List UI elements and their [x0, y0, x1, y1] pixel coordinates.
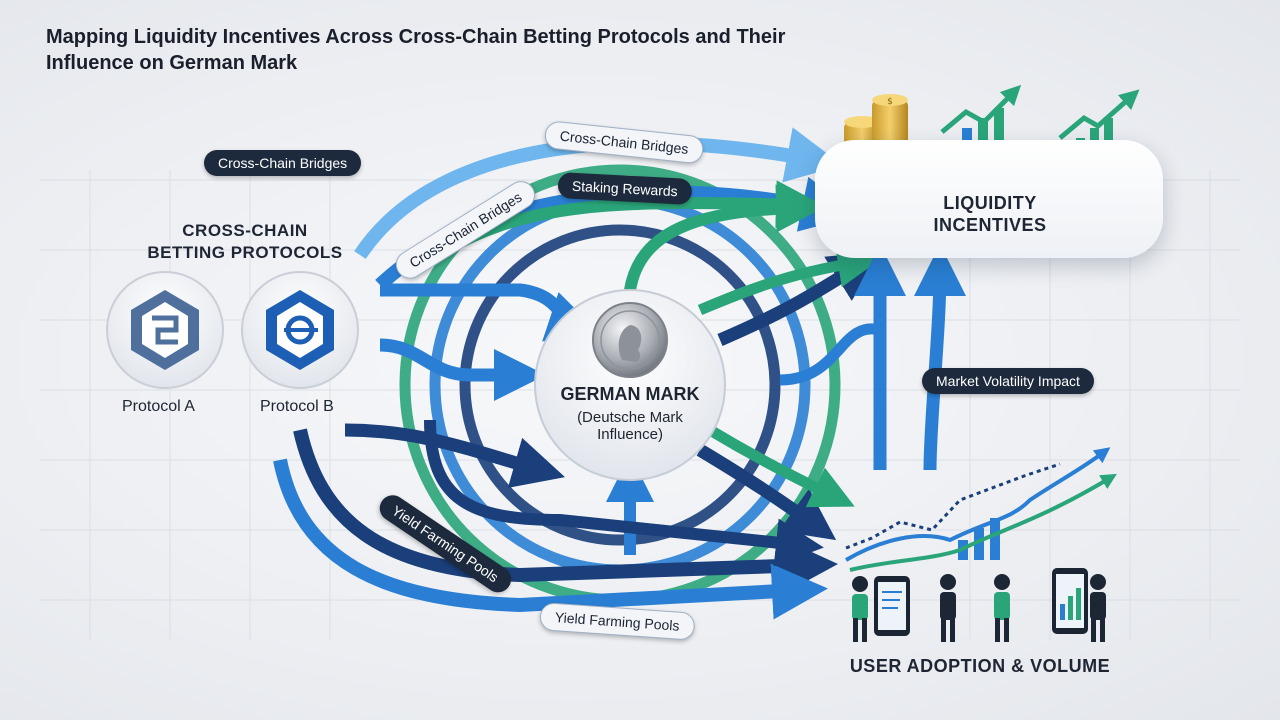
german-mark-text: GERMAN MARK (Deutsche Mark Influence): [540, 384, 720, 443]
flow-ring-adoption: [424, 419, 824, 567]
protocols-heading: CROSS-CHAIN BETTING PROTOCOLS: [120, 220, 370, 264]
smartphone-icon: [874, 568, 1088, 636]
flow-center-liquidity-green: [697, 243, 882, 316]
german-mark-subtitle-1: (Deutsche Mark: [577, 409, 683, 426]
protocol-b-icon: [241, 271, 359, 389]
protocol-b-label: Protocol B: [260, 398, 334, 415]
liquidity-heading-line1: LIQUIDITY: [943, 193, 1037, 213]
label-bridges-left: Cross-Chain Bridges: [204, 150, 362, 176]
adoption-heading: USER ADOPTION & VOLUME: [849, 656, 1111, 676]
liquidity-heading: LIQUIDITY INCENTIVES: [915, 192, 1065, 236]
german-mark-title: GERMAN MARK: [560, 384, 700, 404]
liquidity-heading-line2: INCENTIVES: [933, 215, 1047, 235]
liquidity-panel: [815, 140, 1163, 258]
protocols-heading-line1: CROSS-CHAIN: [182, 221, 308, 240]
flow-center-adoption-green: [707, 425, 855, 508]
german-mark-subtitle-2: Influence): [597, 426, 663, 443]
flow-center-proto-b: [344, 423, 565, 488]
flow-yield-bottom: [273, 458, 828, 620]
label-volatility: Market Volatility Impact: [922, 368, 1094, 394]
svg-text:$: $: [887, 97, 893, 107]
german-mark-coin-icon: [592, 302, 668, 378]
page-title: Mapping Liquidity Incentives Across Cros…: [46, 26, 786, 74]
flow-proto-center-2: [379, 338, 546, 401]
protocol-a-icon: [106, 271, 224, 389]
german-mark-node: [534, 289, 726, 481]
protocols-heading-line2: BETTING PROTOCOLS: [147, 243, 343, 262]
inner-navy-ring: [459, 224, 781, 546]
adoption-chart-icon: [844, 447, 1117, 572]
flow-center-staking: [624, 184, 824, 292]
flow-center-adoption: [696, 444, 837, 541]
people-icon: [852, 574, 1106, 642]
protocol-a-label: Protocol A: [122, 398, 195, 415]
flow-volatility-center: [779, 323, 882, 386]
flow-top-bridges: [354, 127, 843, 259]
